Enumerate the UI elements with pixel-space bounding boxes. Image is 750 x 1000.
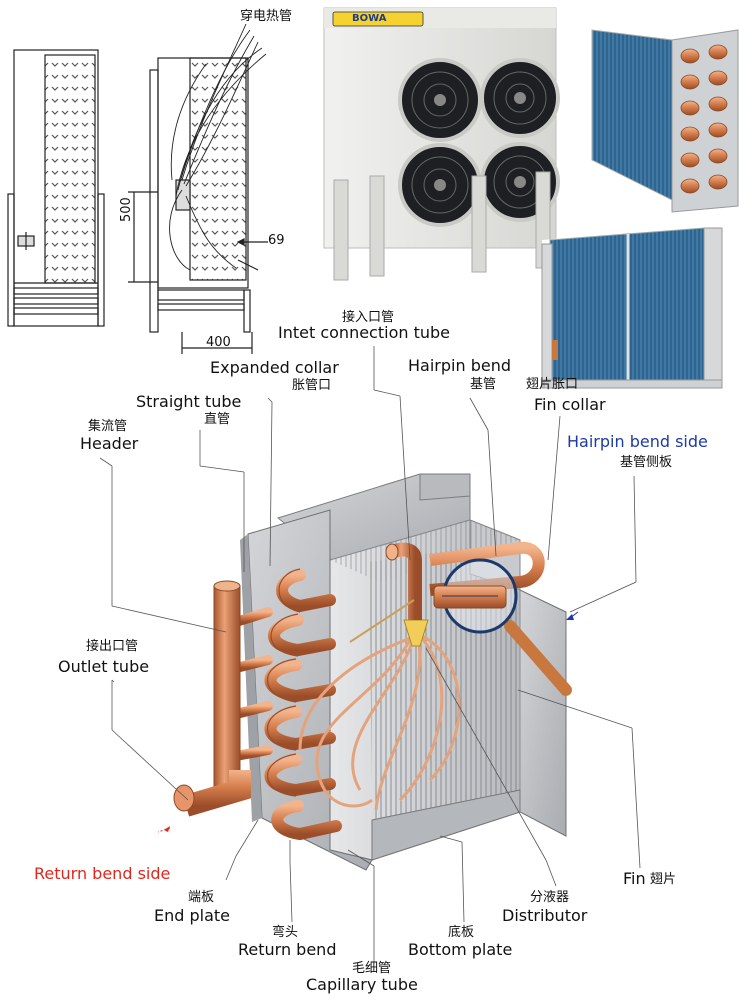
product-photo-unit bbox=[318, 4, 580, 294]
end-plate-label-cn: 端板 bbox=[188, 890, 215, 905]
technical-drawing-front bbox=[7, 49, 105, 327]
hairpin-side-label-cn: 基管侧板 bbox=[620, 455, 673, 470]
end-plate-label-en: End plate bbox=[154, 906, 231, 925]
product-photo-coil-hairpins bbox=[588, 24, 740, 214]
straight-tube-label-cn: 直管 bbox=[204, 412, 231, 427]
expanded-collar-label-en: Expanded collar bbox=[210, 358, 339, 377]
heater-tube-label: 穿电热管 bbox=[240, 9, 293, 24]
dimension-offset: 69 bbox=[268, 233, 285, 248]
straight-tube-label-en: Straight tube bbox=[136, 392, 242, 411]
leader-lines bbox=[99, 185, 641, 962]
main-coil-illustration bbox=[173, 473, 572, 871]
distributor-label-cn: 分液器 bbox=[530, 890, 570, 905]
brand-logo: BOWA bbox=[352, 13, 387, 24]
product-photo-coil-frame bbox=[540, 226, 726, 392]
inlet-label-cn: 接入口管 bbox=[342, 310, 395, 325]
outlet-label-cn: 接出口管 bbox=[86, 639, 139, 654]
return-bend-label-cn: 弯头 bbox=[272, 925, 299, 940]
header-label-en: Header bbox=[80, 434, 139, 453]
outlet-label-en: Outlet tube bbox=[58, 657, 150, 676]
fin-label-cn: 翅片 bbox=[650, 872, 677, 887]
return-bend-label-en: Return bend bbox=[238, 940, 337, 959]
dimension-height: 500 bbox=[119, 197, 134, 222]
distributor-label-en: Distributor bbox=[502, 906, 588, 925]
return-side-label: Return bend side bbox=[34, 864, 171, 883]
direction-arrows bbox=[157, 611, 579, 833]
dimension-width: 400 bbox=[206, 335, 231, 350]
header-label-cn: 集流管 bbox=[88, 419, 128, 434]
inlet-label-en: Intet connection tube bbox=[278, 323, 450, 342]
hairpin-bend-label-cn: 基管 bbox=[470, 377, 497, 392]
bottom-plate-label-en: Bottom plate bbox=[408, 940, 513, 959]
technical-drawing-side bbox=[128, 23, 268, 354]
fin-label-en: Fin bbox=[623, 869, 646, 888]
hairpin-side-label-en: Hairpin bend side bbox=[567, 432, 708, 451]
bottom-plate-label-cn: 底板 bbox=[448, 925, 475, 940]
hairpin-bend-label-en: Hairpin bend bbox=[408, 356, 511, 375]
fin-collar-label-cn: 翅片胀口 bbox=[526, 377, 579, 392]
capillary-label-cn: 毛细管 bbox=[352, 961, 392, 976]
expanded-collar-label-cn: 胀管口 bbox=[292, 378, 332, 393]
fin-collar-label-en: Fin collar bbox=[534, 395, 606, 414]
capillary-label-en: Capillary tube bbox=[306, 975, 418, 994]
